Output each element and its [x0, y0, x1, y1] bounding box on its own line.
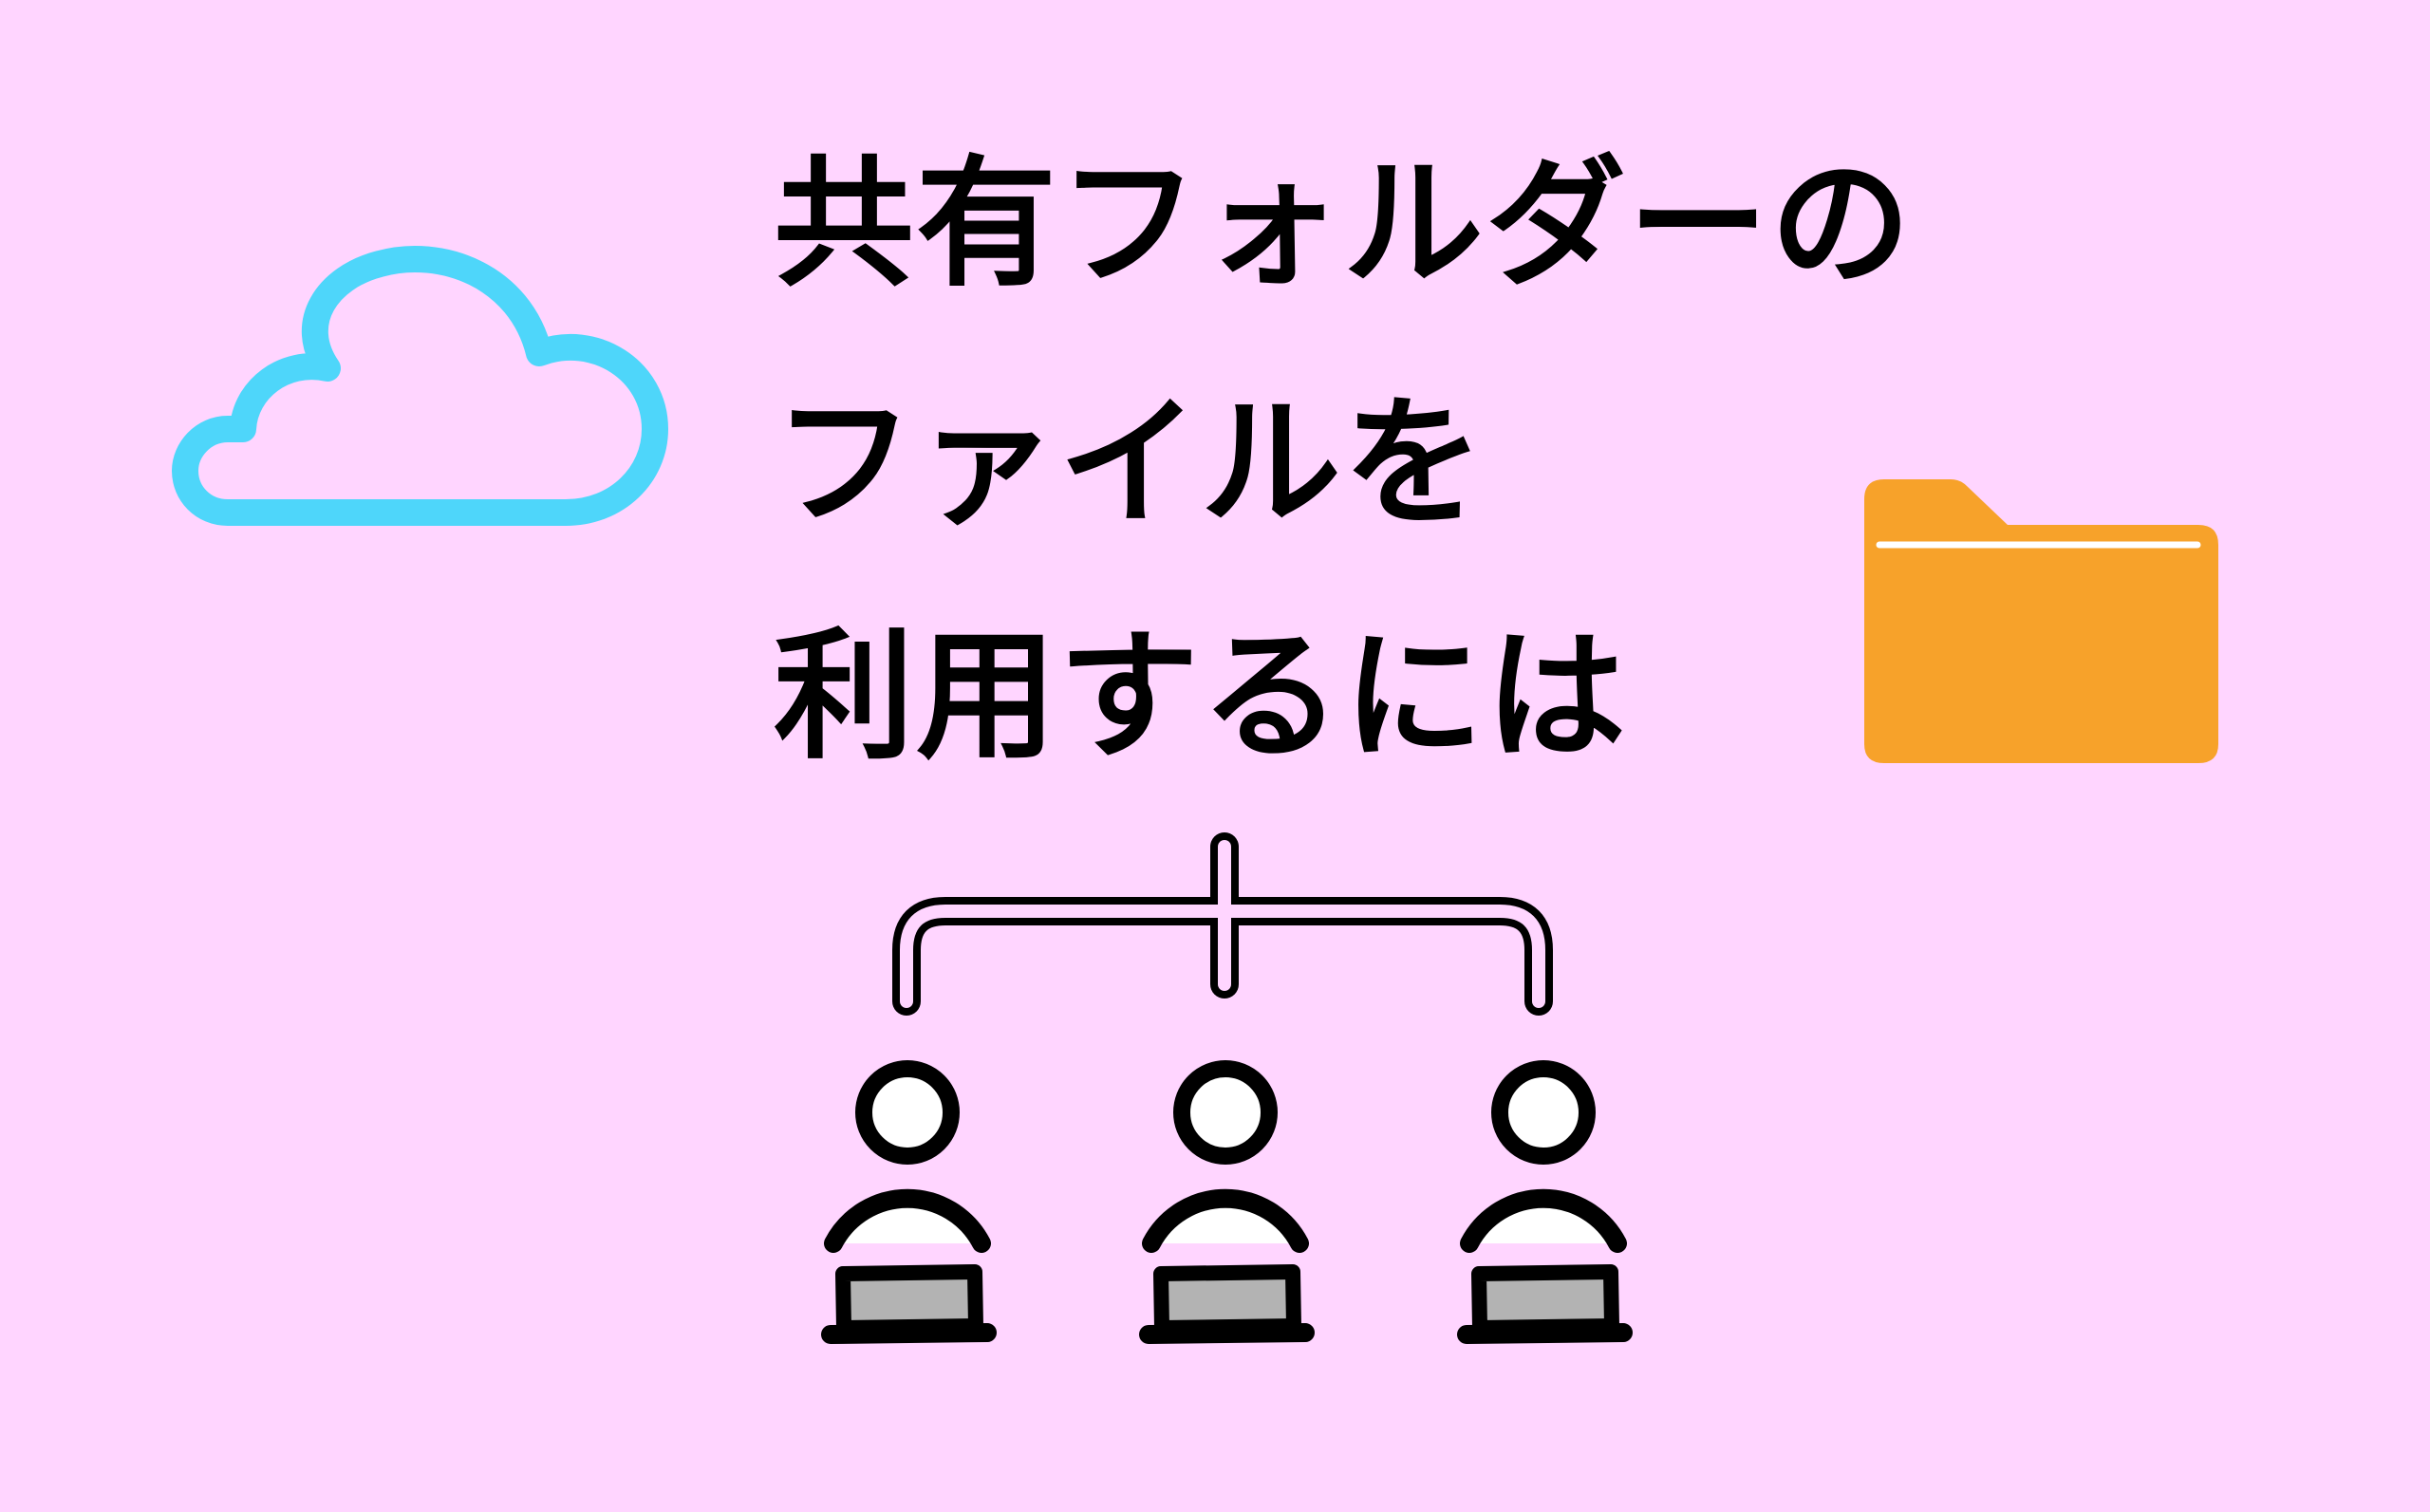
branch-arms-inner — [900, 905, 1545, 1008]
user-at-laptop-icon — [821, 1060, 997, 1344]
folder-icon — [1864, 479, 2218, 763]
person-body-outline — [1460, 1188, 1627, 1253]
laptop-screen — [1153, 1264, 1301, 1335]
users-group — [821, 1060, 1633, 1344]
person-head — [1173, 1060, 1278, 1165]
laptop-base — [1139, 1323, 1315, 1344]
user-at-laptop-icon — [1457, 1060, 1633, 1344]
person-head — [1491, 1060, 1596, 1165]
person-head — [855, 1060, 960, 1165]
laptop-base — [821, 1323, 997, 1344]
title-line-1: 共有フォルダーの — [774, 142, 1913, 306]
title-line-3: 利用するには — [774, 615, 1628, 778]
laptop-screen — [1471, 1264, 1619, 1335]
laptop-base — [1457, 1323, 1633, 1344]
laptop-screen — [835, 1264, 983, 1335]
user-at-laptop-icon — [1139, 1060, 1315, 1344]
person-body-outline — [1142, 1188, 1309, 1253]
cloud-outline — [172, 245, 668, 526]
cloud-icon — [172, 245, 668, 526]
folder-body — [1864, 479, 2218, 763]
branch-connector-inner — [900, 840, 1545, 1008]
person-body-outline — [824, 1188, 991, 1253]
title-line-2: ファイルを — [774, 382, 1486, 545]
